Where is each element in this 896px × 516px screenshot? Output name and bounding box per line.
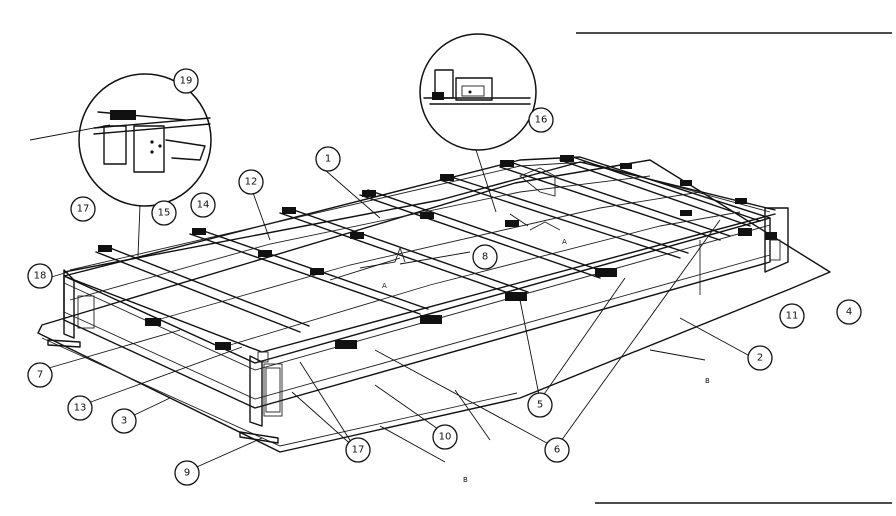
svg-text:9: 9 xyxy=(184,468,190,479)
svg-text:8: 8 xyxy=(482,252,488,263)
detail-view-left xyxy=(78,73,212,207)
rail-brackets xyxy=(98,155,777,350)
callout-7: 7 xyxy=(27,362,53,388)
svg-text:18: 18 xyxy=(34,271,47,282)
svg-text:3: 3 xyxy=(121,416,127,427)
svg-text:19: 19 xyxy=(180,76,193,87)
center-details xyxy=(359,167,561,269)
svg-text:11: 11 xyxy=(786,311,799,322)
svg-text:1: 1 xyxy=(325,154,331,165)
detail-view-right xyxy=(419,33,537,151)
label-b-right: B xyxy=(705,377,710,385)
svg-text:17: 17 xyxy=(352,445,365,456)
rear-side-rail xyxy=(63,156,771,277)
callout-15: 15 xyxy=(151,200,177,226)
front-corner-post xyxy=(239,351,283,444)
callout-1: 1 xyxy=(315,146,341,172)
callout-18: 18 xyxy=(27,263,53,289)
svg-text:15: 15 xyxy=(158,208,171,219)
callout-17-upper: 17 xyxy=(70,196,96,222)
svg-text:7: 7 xyxy=(37,370,43,381)
svg-text:6: 6 xyxy=(554,445,560,456)
callout-10: 10 xyxy=(432,424,458,450)
callout-11: 11 xyxy=(779,303,805,329)
svg-text:5: 5 xyxy=(537,400,543,411)
svg-text:12: 12 xyxy=(245,177,258,188)
cross-members xyxy=(95,155,761,333)
callout-2: 2 xyxy=(747,345,773,371)
floor-pan xyxy=(37,159,831,453)
leader-lines xyxy=(29,124,749,471)
label-a-right: A xyxy=(562,238,567,246)
left-end-cap xyxy=(47,269,95,348)
callout-14: 14 xyxy=(190,192,216,218)
svg-text:14: 14 xyxy=(197,200,210,211)
svg-text:10: 10 xyxy=(439,432,452,443)
svg-text:17: 17 xyxy=(77,204,90,215)
label-b-bottom: B xyxy=(463,476,468,484)
svg-text:2: 2 xyxy=(757,353,763,364)
callout-3: 3 xyxy=(111,408,137,434)
top-frame-rail xyxy=(63,161,776,273)
svg-text:13: 13 xyxy=(74,403,87,414)
callout-5: 5 xyxy=(527,392,553,418)
longitudinal-stringers xyxy=(69,175,741,346)
callout-12: 12 xyxy=(238,169,264,195)
svg-text:4: 4 xyxy=(846,307,852,318)
callout-16: 16 xyxy=(528,107,554,133)
callout-17-lower: 17 xyxy=(345,437,371,463)
callout-9: 9 xyxy=(174,460,200,486)
label-a-left: A xyxy=(382,282,387,290)
callout-6: 6 xyxy=(544,437,570,463)
callout-13: 13 xyxy=(67,395,93,421)
callout-19: 19 xyxy=(173,68,199,94)
right-corner-post xyxy=(699,207,789,295)
callout-8: 8 xyxy=(472,244,498,270)
svg-text:16: 16 xyxy=(535,115,548,126)
callout-4: 4 xyxy=(836,299,862,325)
